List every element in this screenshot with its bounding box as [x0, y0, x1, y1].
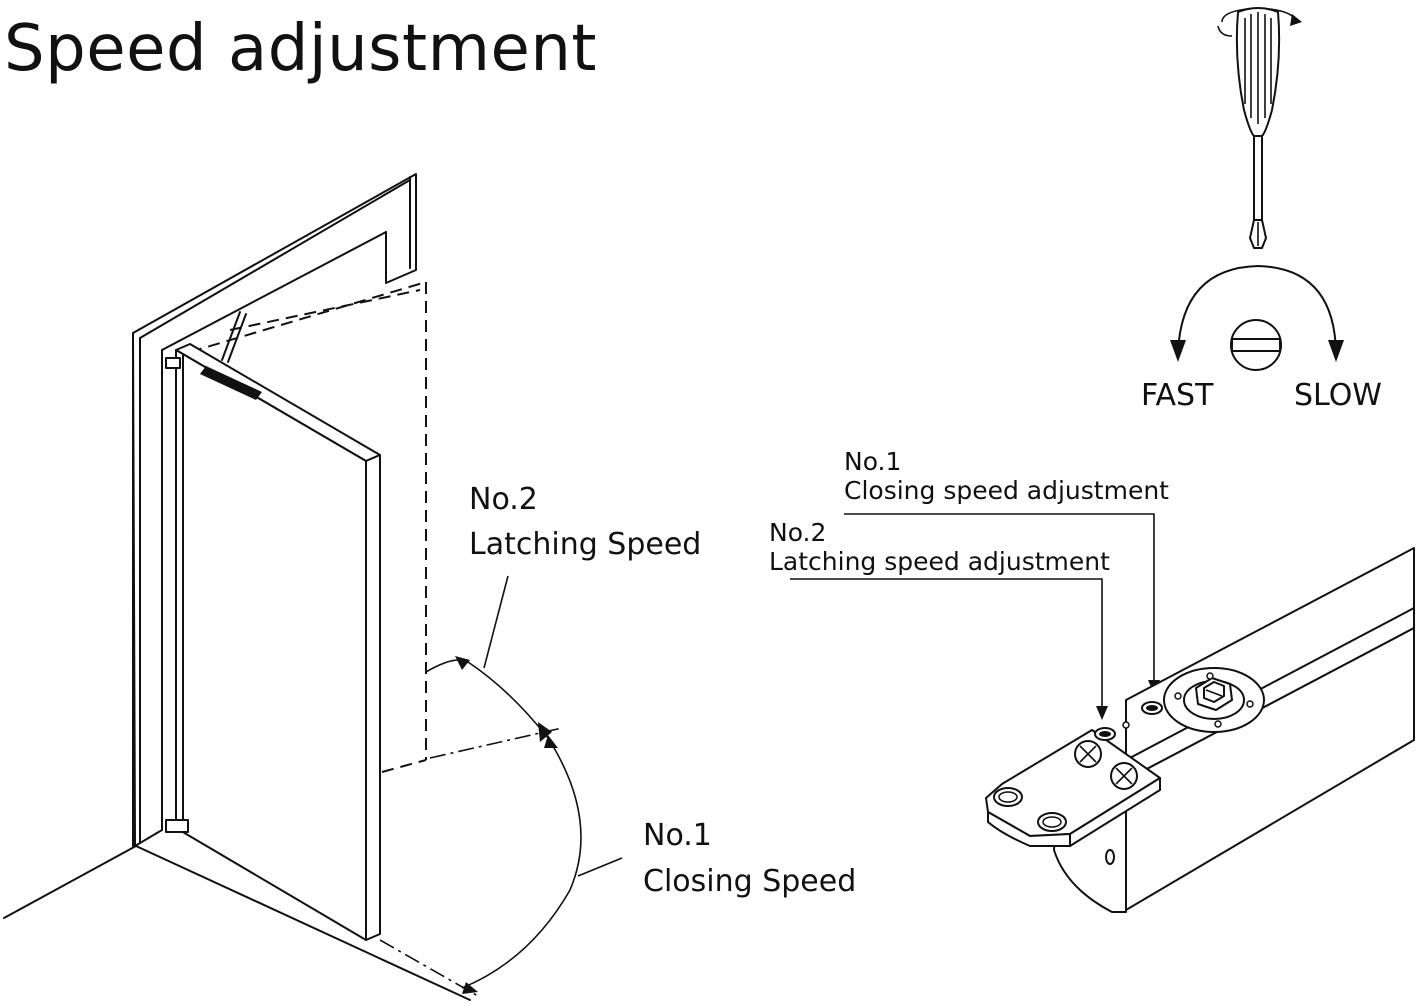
closing-adjust-number: No.1: [844, 447, 902, 476]
latching-adjust-number: No.2: [769, 518, 827, 547]
fast-label: FAST: [1141, 378, 1214, 413]
slow-label: SLOW: [1294, 378, 1382, 413]
adjustment-leaders: [790, 513, 1160, 720]
closing-speed-label: Closing Speed: [643, 864, 857, 899]
rotation-arrow-icon: [1170, 265, 1344, 362]
speed-zone-arcs: [379, 575, 623, 997]
spindle: [1163, 667, 1265, 733]
latching-speed-label: Latching Speed: [469, 527, 702, 562]
door-leaf: [165, 311, 381, 941]
adjustment-valves: [1094, 701, 1163, 741]
mounting-plate: [985, 729, 1161, 847]
page-title: Speed adjustment: [4, 12, 597, 86]
latching-adjust-label: Latching speed adjustment: [769, 547, 1110, 576]
closing-adjust-label: Closing speed adjustment: [844, 476, 1169, 505]
closing-speed-number: No.1: [643, 818, 712, 853]
door-frame: [132, 173, 417, 847]
slotted-screw-icon: [1230, 319, 1282, 371]
latching-speed-number: No.2: [469, 482, 538, 517]
floor-line-front: [135, 845, 471, 1001]
closer-body: [200, 366, 262, 400]
floor-line-left: [3, 845, 137, 919]
screwdriver-icon: [1217, 7, 1302, 249]
